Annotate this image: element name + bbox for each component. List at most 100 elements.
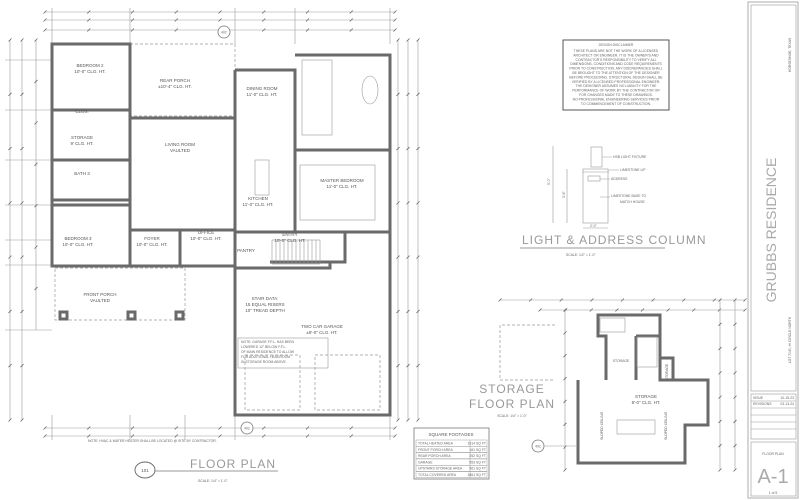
row-value: 181 SQ FT bbox=[469, 448, 486, 452]
svg-text:SCALE: 1/4" = 1'-0": SCALE: 1/4" = 1'-0" bbox=[497, 414, 527, 418]
svg-text:402: 402 bbox=[535, 445, 541, 449]
svg-text:VAULTED: VAULTED bbox=[90, 298, 111, 303]
svg-text:10'-0" CLG. HT.: 10'-0" CLG. HT. bbox=[190, 236, 221, 241]
disclaimer-line: BEFORE PROCEEDING. STRUCTURAL DESIGN SHA… bbox=[569, 75, 663, 79]
porch-column bbox=[174, 310, 185, 321]
svg-text:±10'-4" CLG. HT.: ±10'-4" CLG. HT. bbox=[158, 84, 192, 89]
address-plaque bbox=[587, 175, 601, 182]
room-name: BEDROOM 2 bbox=[76, 63, 104, 68]
svg-text:FLOOR PLAN: FLOOR PLAN bbox=[469, 397, 555, 411]
floor-plan-title: 101 FLOOR PLAN SCALE: 1/4" = 1'-0" bbox=[134, 457, 278, 483]
row-label: REAR PORCH AREA bbox=[418, 454, 451, 458]
svg-text:15 EQUAL RISERS: 15 EQUAL RISERS bbox=[245, 302, 284, 307]
svg-text:FLOOR PLAN: FLOOR PLAN bbox=[190, 457, 276, 471]
room-name: FOYER bbox=[144, 236, 160, 241]
room-name: BATH 3 bbox=[74, 171, 90, 176]
stair bbox=[636, 336, 658, 368]
square-footage-table: SQUARE FOOTAGES TOTAL HEATED AREA 1914 SQ… bbox=[413, 427, 490, 480]
row-label: GARAGE bbox=[418, 460, 433, 464]
svg-text:402: 402 bbox=[221, 31, 227, 35]
dimension-lines bbox=[5, 8, 747, 472]
svg-text:LIGHT & ADDRESS COLUMN: LIGHT & ADDRESS COLUMN bbox=[522, 233, 706, 247]
svg-text:HSB LIGHT FIXTURE: HSB LIGHT FIXTURE bbox=[613, 155, 647, 159]
svg-text:ISSUE: ISSUE bbox=[753, 396, 764, 400]
room-name: TWO CAR GARAGE bbox=[301, 324, 343, 329]
disclaimer-line: VERIFIED BY A LICENSED PROFESSIONAL ENGI… bbox=[572, 80, 661, 84]
disclaimer-line: TO COMMENCEMENT OF CONSTRUCTION. bbox=[581, 102, 651, 106]
svg-text:402: 402 bbox=[244, 427, 250, 431]
svg-text:SCALE: 1/4" = 1'-0": SCALE: 1/4" = 1'-0" bbox=[198, 479, 228, 483]
row-value: 561 SQ FT bbox=[469, 467, 486, 471]
room-name: FRONT PORCH bbox=[84, 292, 117, 297]
stair bbox=[599, 317, 626, 333]
svg-text:3'-6": 3'-6" bbox=[562, 190, 566, 198]
svg-text:8'-0" CLG. HT.: 8'-0" CLG. HT. bbox=[632, 400, 661, 405]
svg-text:03-13-24: 03-13-24 bbox=[780, 402, 794, 406]
disclaimer-line: FOR CHANGES MADE TO THESE DRAWINGS. bbox=[579, 93, 653, 97]
svg-text:DESIGN DISCLAIMER: DESIGN DISCLAIMER bbox=[599, 43, 634, 47]
svg-text:STORAGE: STORAGE bbox=[635, 394, 657, 399]
design-disclaimer: DESIGN DISCLAIMER THESE PLANS ARE NOT TH… bbox=[562, 39, 670, 111]
bathtub bbox=[361, 75, 379, 105]
svg-text:10'-0" CLG. HT.: 10'-0" CLG. HT. bbox=[136, 242, 167, 247]
svg-text:10" TREAD DEPTH: 10" TREAD DEPTH bbox=[245, 308, 285, 313]
svg-text:LIMESTONE BASE TO: LIMESTONE BASE TO bbox=[611, 194, 646, 198]
row-label: TOTAL COVERED AREA bbox=[418, 473, 457, 477]
svg-text:MATCH HOUSE: MATCH HOUSE bbox=[620, 200, 646, 204]
room-name: LIVING ROOM bbox=[165, 142, 195, 147]
svg-text:OF MAIN RESIDENCE TO ALLOW: OF MAIN RESIDENCE TO ALLOW bbox=[241, 350, 295, 354]
disclaimer-line: BE BROUGHT TO THE ATTENTION OF THE DESIG… bbox=[572, 71, 660, 75]
porch-column bbox=[126, 310, 137, 321]
svg-text:HORSESHOE, TEXAS: HORSESHOE, TEXAS bbox=[788, 37, 792, 72]
limestone-column bbox=[582, 168, 609, 224]
section-marker: 402 402 bbox=[217, 25, 254, 435]
row-label: TOTAL HEATED AREA bbox=[418, 442, 454, 446]
room-name: ENTRY bbox=[282, 232, 297, 237]
room-name: BEDROOM 3 bbox=[64, 236, 92, 241]
storage-note-box bbox=[616, 419, 656, 435]
svg-text:LOT 7040, HI CIRCLE NORTH: LOT 7040, HI CIRCLE NORTH bbox=[788, 316, 792, 363]
row-value: 1914 SQ FT bbox=[468, 442, 486, 446]
svg-text:SLOPED CEILING: SLOPED CEILING bbox=[664, 411, 668, 440]
disclaimer-line: PRIOR TO CONSTRUCTION. ANY DISCREPANCIES… bbox=[569, 67, 662, 71]
svg-text:LOWERED 12" BELOW F.F.L.: LOWERED 12" BELOW F.F.L. bbox=[241, 345, 286, 349]
room-name: CLOS. bbox=[75, 109, 89, 114]
hvac-note: NOTE: HVAC & WATER HEATER SHALL BE LOCAT… bbox=[88, 439, 217, 443]
storage-floor-plan: STORAGE STORAGE STORAGE 8'-0" CLG. HT. S… bbox=[469, 313, 710, 465]
room-name: MASTER BEDROOM bbox=[320, 178, 364, 183]
detail-number: 101 bbox=[141, 468, 149, 473]
room-labels: BEDROOM 2 10'-0" CLG. HT. REAR PORCH ±10… bbox=[62, 63, 363, 364]
room-name: OFFICE bbox=[198, 230, 215, 235]
svg-text:10'-0" CLG. HT.: 10'-0" CLG. HT. bbox=[62, 242, 93, 247]
disclaimer-line: THE DESIGNER ASSUMES NO LIABILITY FOR TH… bbox=[576, 84, 658, 88]
svg-text:10-15-23: 10-15-23 bbox=[780, 396, 794, 400]
svg-text:STAIR DATA:: STAIR DATA: bbox=[252, 296, 279, 301]
row-value: 3461 SQ FT bbox=[468, 473, 486, 477]
disclaimer-line: ARCHITECT OR ENGINEER. IT IS THE OWNER'S… bbox=[573, 53, 659, 57]
row-label: FRONT PORCH AREA bbox=[418, 448, 454, 452]
row-value: 553 SQ FT bbox=[469, 460, 486, 464]
disclaimer-line: NO PROFESSIONAL ENGINEERING SERVICES PRI… bbox=[573, 97, 660, 101]
porch-column bbox=[58, 310, 69, 321]
project-name: GRUBBS RESIDENCE bbox=[763, 158, 779, 303]
room-name: PANTRY bbox=[237, 248, 255, 253]
table-row bbox=[415, 471, 488, 479]
svg-text:11'-0" CLG. HT.: 11'-0" CLG. HT. bbox=[243, 202, 274, 207]
garage-door-outline bbox=[244, 354, 301, 411]
disclaimer-line: PERFORMANCE OF WORK BY THE CONTRACTOR OR bbox=[572, 89, 660, 93]
svg-text:IN STORAGE ROOM ABOVE.: IN STORAGE ROOM ABOVE. bbox=[241, 360, 287, 364]
svg-text:11'-0" CLG. HT.: 11'-0" CLG. HT. bbox=[247, 92, 278, 97]
svg-text:FLOOR PLAN: FLOOR PLAN bbox=[762, 452, 784, 456]
svg-text:LIMESTONE LIP: LIMESTONE LIP bbox=[620, 168, 646, 172]
title-block: GRUBBS RESIDENCE HORSESHOE, TEXAS LOT 70… bbox=[747, 1, 799, 499]
svg-text:FOR ADDITIONAL HEADROOM: FOR ADDITIONAL HEADROOM bbox=[241, 355, 290, 359]
garage-note-box bbox=[237, 337, 329, 369]
front-porch-outline bbox=[54, 267, 186, 321]
svg-text:SQUARE FOOTAGES: SQUARE FOOTAGES bbox=[429, 432, 474, 437]
room-name: STORAGE bbox=[71, 135, 93, 140]
sheet-number: A-1 bbox=[757, 466, 788, 488]
disclaimer-line: THESE PLANS ARE NOT THE WORK OF A LICENS… bbox=[574, 49, 659, 53]
svg-text:±9'-0" CLG. HT.: ±9'-0" CLG. HT. bbox=[306, 330, 337, 335]
svg-text:10'-0" CLG. HT.: 10'-0" CLG. HT. bbox=[74, 69, 105, 74]
